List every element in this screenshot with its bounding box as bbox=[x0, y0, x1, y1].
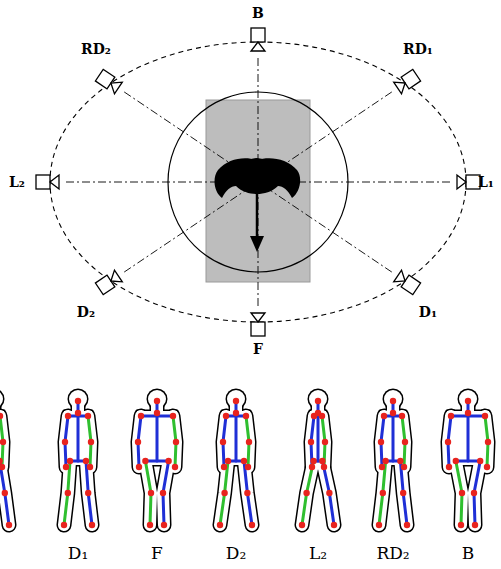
walker-figure bbox=[0, 389, 12, 529]
camera-ring bbox=[50, 42, 466, 322]
sight-line bbox=[258, 182, 392, 272]
person-top-view bbox=[215, 158, 301, 252]
view-label: RD₂ bbox=[376, 544, 409, 563]
walker-figure bbox=[217, 389, 255, 529]
view-label: F bbox=[151, 544, 163, 563]
sight-line bbox=[124, 182, 258, 272]
walker-figure bbox=[299, 389, 337, 529]
camera-label: L₂ bbox=[9, 175, 25, 190]
camera-symbol bbox=[394, 270, 421, 294]
camera-symbol bbox=[457, 175, 480, 189]
camera-label: F bbox=[253, 342, 263, 357]
camera-label: B bbox=[252, 6, 264, 21]
view-label: D₂ bbox=[226, 544, 246, 563]
walker-figure bbox=[376, 389, 410, 529]
camera-symbol bbox=[95, 69, 122, 93]
camera-symbol bbox=[251, 28, 265, 51]
camera-symbol bbox=[36, 175, 59, 189]
walker-figure bbox=[135, 389, 179, 529]
camera-label: D₁ bbox=[419, 305, 437, 320]
view-label: B bbox=[462, 544, 475, 563]
walker-figure bbox=[445, 389, 491, 529]
camera-label: L₁ bbox=[478, 175, 494, 190]
camera-symbol bbox=[394, 69, 421, 93]
view-label: D₁ bbox=[68, 544, 88, 563]
camera-label: RD₁ bbox=[403, 42, 433, 57]
walker-figure bbox=[61, 389, 95, 529]
camera-symbol bbox=[251, 313, 265, 336]
camera-symbol bbox=[95, 270, 122, 294]
camera-label: D₂ bbox=[77, 305, 95, 320]
camera-label: RD₂ bbox=[81, 42, 111, 57]
view-label: L₂ bbox=[309, 544, 327, 563]
